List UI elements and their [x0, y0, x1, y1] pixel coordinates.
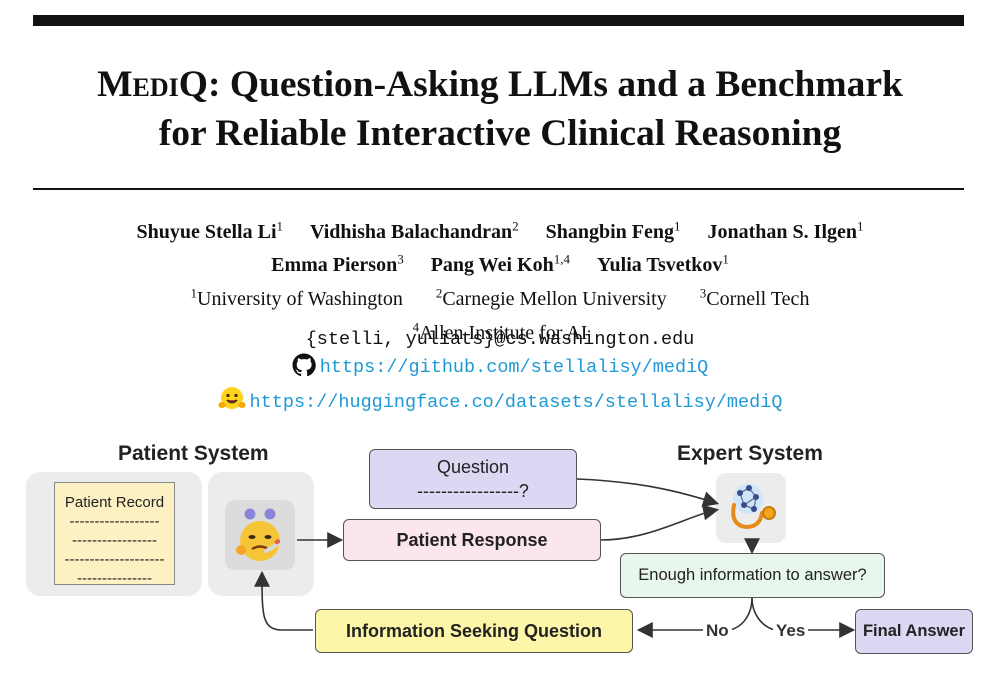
arrow-loop-to-patient — [254, 570, 313, 631]
author-row-2: Emma Pierson3 Pang Wei Koh1,4 Yulia Tsve… — [0, 246, 1000, 280]
expert-avatar — [716, 473, 786, 543]
patient-system-title: Patient System — [118, 442, 269, 465]
expert-stethoscope-icon — [731, 484, 776, 530]
arrow-response-to-expert — [600, 504, 720, 541]
author: Emma Pierson3 — [271, 251, 404, 277]
huggingface-row: https://huggingface.co/datasets/stellali… — [0, 386, 1000, 421]
title-line-2: for Reliable Interactive Clinical Reason… — [158, 113, 842, 154]
author: Shuyue Stella Li1 — [136, 218, 284, 243]
record-line: -------------------- — [64, 551, 165, 568]
title-brand: MediQ — [97, 64, 208, 105]
github-icon — [292, 353, 316, 386]
info-seeking-box: Information Seeking Question — [315, 609, 633, 653]
patient-emoji-icon — [236, 508, 282, 561]
question-label: Question — [436, 457, 510, 477]
author: Vidhisha Balachandran2 — [310, 218, 519, 243]
mid-rule — [33, 188, 964, 190]
author: Pang Wei Koh1,4 — [430, 251, 570, 277]
affiliation-row-1: 1University of Washington 2Carnegie Mell… — [0, 279, 1000, 313]
affiliation: 2Carnegie Mellon University — [435, 285, 667, 310]
record-line: ------------------ — [69, 513, 160, 530]
github-link[interactable]: https://github.com/stellalisy/mediQ — [319, 357, 709, 378]
affiliation: 1University of Washington — [190, 285, 403, 310]
arrow-no — [636, 597, 753, 638]
huggingface-link[interactable]: https://huggingface.co/datasets/stellali… — [249, 392, 783, 413]
patient-response-box: Patient Response — [343, 519, 601, 561]
github-row: https://github.com/stellalisy/mediQ — [0, 353, 1000, 386]
expert-system-title: Expert System — [677, 442, 823, 465]
title-rest: : Question-Asking LLMs and a Benchmark — [207, 64, 903, 105]
patient-record-title: Patient Record — [64, 494, 165, 511]
question-box: Question -----------------? — [369, 449, 577, 509]
paper-title: MediQ: Question-Asking LLMs and a Benchm… — [0, 60, 1000, 158]
question-blank: -----------------? — [417, 481, 529, 501]
author: Jonathan S. Ilgen1 — [707, 218, 864, 243]
yes-label: Yes — [773, 621, 809, 641]
affiliation: 4Allen Institute for AI — [412, 318, 588, 344]
patient-record: Patient Record ------------------ ------… — [54, 482, 175, 587]
enough-info-box: Enough information to answer? — [620, 553, 885, 598]
no-label: No — [703, 621, 732, 641]
top-rule — [33, 15, 964, 26]
author-block: Shuyue Stella Li1 Vidhisha Balachandran2… — [0, 212, 1000, 347]
affiliation: 3Cornell Tech — [699, 285, 810, 310]
huggingface-icon — [217, 386, 246, 421]
author: Yulia Tsvetkov1 — [596, 251, 729, 277]
record-line: ----------------- — [72, 532, 157, 549]
author: Shangbin Feng1 — [545, 218, 681, 243]
contact-block: {stelli, yuliats}@cs.washington.edu http… — [0, 327, 1000, 421]
affiliation-row-2: 4Allen Institute for AI — [0, 313, 1000, 347]
record-line: --------------- — [77, 570, 152, 587]
arrow-question-to-expert — [576, 478, 720, 507]
patient-avatar — [225, 500, 295, 570]
final-answer-box: Final Answer — [855, 609, 973, 654]
author-row-1: Shuyue Stella Li1 Vidhisha Balachandran2… — [0, 212, 1000, 246]
email: {stelli, yuliats}@cs.washington.edu — [305, 329, 695, 350]
